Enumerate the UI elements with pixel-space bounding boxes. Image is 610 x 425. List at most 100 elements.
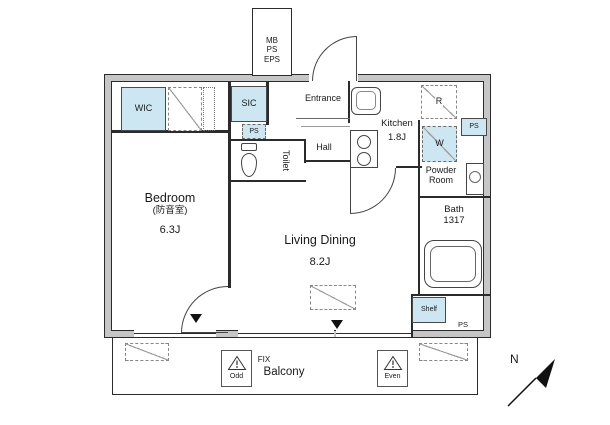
balcony-label: Balcony <box>246 365 322 380</box>
wall <box>418 196 490 198</box>
odd-label: Odd <box>229 373 244 381</box>
compass: N <box>500 350 562 414</box>
fix-text: FIX <box>257 354 271 364</box>
shaft-label: MB PS EPS <box>253 28 291 72</box>
window-fix <box>238 333 334 334</box>
door-marker-icon <box>190 314 202 323</box>
ps-bottom-label: PS <box>447 317 479 333</box>
ps-right-label: PS <box>469 123 479 131</box>
window-fix-outer <box>238 337 334 338</box>
stove-icon <box>350 130 378 168</box>
wall <box>411 294 490 296</box>
fridge-box: R <box>421 85 457 119</box>
hall-label-text: Hall <box>316 142 332 153</box>
entrance-door-leaf <box>356 36 357 81</box>
entrance-label-text: Entrance <box>304 93 342 104</box>
toilet-bowl-icon <box>241 153 257 177</box>
bedroom-name: Bedroom <box>144 191 196 206</box>
wall <box>230 180 306 182</box>
wic-label: WIC <box>134 103 153 114</box>
bath-size: 1317 <box>443 215 465 226</box>
balcony-hatch-right <box>419 343 468 361</box>
kitchen-label: Kitchen 1.8J <box>372 114 422 148</box>
window-gap <box>336 329 412 339</box>
living-floor-hatch <box>310 285 356 310</box>
shaft-label-eps: EPS <box>263 54 280 64</box>
utility-shaft <box>252 8 292 76</box>
bedroom-label: Bedroom (防音室) 6.3J <box>118 185 222 243</box>
wall <box>304 139 306 163</box>
window-bedroom-outer <box>134 337 216 338</box>
bathtub-inner-icon <box>430 246 476 282</box>
hall-label: Hall <box>302 142 346 154</box>
window-gap <box>134 329 216 339</box>
bedroom-sub: (防音室) <box>152 205 188 217</box>
kitchen-size: 1.8J <box>388 131 406 143</box>
living-door-leaf <box>350 168 351 214</box>
living-size: 8.2J <box>309 256 331 269</box>
ps-bottom-text: PS <box>457 319 468 329</box>
toilet-tank-icon <box>241 143 257 151</box>
sink-basin-icon <box>356 91 376 110</box>
ps-entry-box: PS <box>242 124 266 139</box>
living-label: Living Dining 8.2J <box>258 228 382 274</box>
even-label: Even <box>384 373 401 381</box>
shaft-label-ps: PS <box>266 45 278 55</box>
entrance-label: Entrance <box>294 93 352 105</box>
powder-room-label: Powder Room <box>414 161 468 189</box>
bath-label: Bath 1317 <box>432 202 476 230</box>
door-marker-icon <box>331 320 343 329</box>
ps-right-box: PS <box>461 118 487 136</box>
stove-burner-icon <box>357 135 371 149</box>
entrance-step-line <box>301 126 350 127</box>
wic-box: WIC <box>121 87 166 131</box>
window-living <box>336 333 412 334</box>
washer-box: W <box>422 126 457 162</box>
bedroom-size: 6.3J <box>159 224 181 237</box>
toilet-label-text: Toilet <box>280 150 291 172</box>
fridge-label: R <box>434 96 444 107</box>
bedroom-door-leaf <box>181 332 228 333</box>
ps-entry-label: PS <box>249 127 259 135</box>
window-living-outer <box>336 337 412 338</box>
sic-box: SIC <box>231 86 267 122</box>
sic-label: SIC <box>241 98 257 109</box>
kitchen-name: Kitchen <box>381 117 413 129</box>
vanity-basin-icon <box>469 171 481 183</box>
powder-line2: Room <box>428 175 453 185</box>
wall <box>228 133 231 288</box>
window-bedroom <box>134 333 216 334</box>
fix-label: FIX <box>250 355 278 365</box>
bath-name: Bath <box>444 204 464 216</box>
living-name: Living Dining <box>284 232 356 247</box>
shelf-label: Shelf <box>421 306 437 314</box>
wall <box>230 139 306 141</box>
balcony-text: Balcony <box>263 366 305 379</box>
north-label: N <box>510 352 519 366</box>
hazard-icon <box>227 356 246 371</box>
wall <box>396 166 422 168</box>
wall <box>228 81 231 133</box>
north-arrow-icon <box>507 359 555 407</box>
washer-label: W <box>435 138 444 149</box>
toilet-label: Toilet <box>278 140 292 182</box>
wall <box>348 81 350 123</box>
hazard-icon <box>383 356 402 371</box>
even-marker-box: Even <box>377 350 408 387</box>
closet-hatch <box>168 87 202 131</box>
entrance-step-line <box>296 118 350 119</box>
wall <box>266 81 269 125</box>
window-gap <box>238 329 334 339</box>
shaft-label-mb: MB <box>266 36 278 46</box>
wall <box>418 120 420 296</box>
bathtub-icon <box>424 240 482 288</box>
wall <box>304 160 350 162</box>
entrance-door-arc <box>312 36 357 81</box>
sink-icon <box>351 87 381 115</box>
stove-burner-icon <box>357 152 371 166</box>
powder-line1: Powder <box>425 164 457 175</box>
odd-marker-box: Odd <box>221 350 252 387</box>
shelf-box: Shelf <box>412 297 446 323</box>
pipe-strip <box>203 87 215 131</box>
